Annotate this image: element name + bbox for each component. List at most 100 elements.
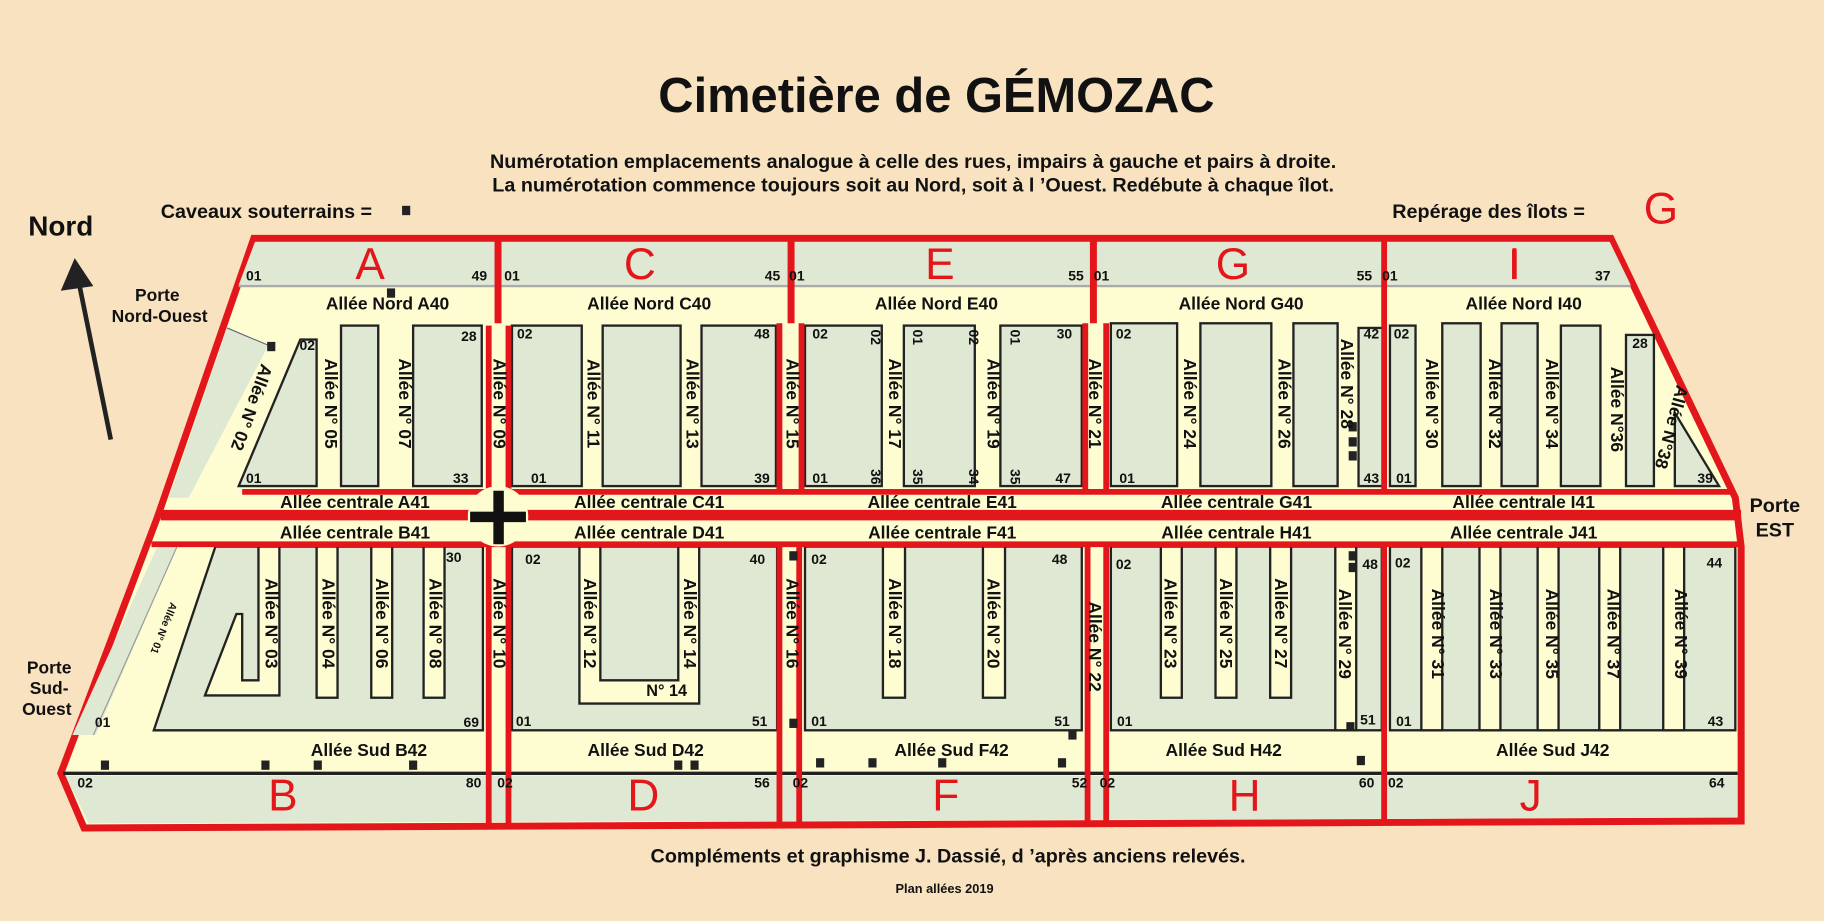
west-strip-south xyxy=(72,546,178,735)
vault-markers xyxy=(100,205,1365,770)
numbered-alley-label: Allée N° 18 xyxy=(885,578,905,669)
north-band xyxy=(238,241,1631,285)
vault-marker-icon xyxy=(1348,562,1357,573)
islot-letter-a: A xyxy=(355,240,385,289)
plot-number: 01 xyxy=(516,713,532,729)
numbered-alley-label: Allée N° 14 xyxy=(680,578,700,669)
gate-label: Ouest xyxy=(22,699,72,719)
plot-number: 43 xyxy=(1364,470,1380,486)
vault-marker-icon xyxy=(690,760,699,770)
vault-marker-icon xyxy=(789,551,798,561)
numbered-alley-label: Allée N° 17 xyxy=(885,358,905,448)
south-alley-label: Allée Sud D42 xyxy=(588,740,704,760)
plot-number: 01 xyxy=(531,470,547,486)
plot-number: 02 xyxy=(497,774,513,790)
plot-number: 01 xyxy=(1008,329,1024,345)
vault-marker-icon xyxy=(1356,755,1365,766)
islot-letter-j: J xyxy=(1520,772,1542,821)
plot-number: 02 xyxy=(1394,326,1410,342)
numbered-alley-label: Allée N° 28 xyxy=(1337,339,1357,430)
plot-number: 35 xyxy=(910,469,926,485)
plot-number: 45 xyxy=(765,267,781,283)
central-alley-label: Allée centrale I41 xyxy=(1452,492,1595,512)
plot-number: 01 xyxy=(789,267,805,283)
numbered-alley-label: Allée N° 19 xyxy=(984,358,1004,449)
west-strip-north xyxy=(168,327,268,498)
plan-label: Plan allées 2019 xyxy=(896,881,994,896)
cross-icon xyxy=(467,486,529,547)
islot-letter-i: I xyxy=(1508,240,1520,289)
plot-number: 02 xyxy=(812,326,828,342)
vault-marker-icon xyxy=(402,205,411,216)
plot-number: 01 xyxy=(1382,267,1398,283)
numbered-alley-label: Allée N° 23 xyxy=(1160,578,1180,669)
plot-number: 01 xyxy=(246,470,262,486)
islot-letter-d: D xyxy=(627,772,659,821)
plot-number: 01 xyxy=(1396,470,1412,486)
central-alley-label: Allée centrale H41 xyxy=(1161,522,1312,542)
plot-number: 01 xyxy=(812,470,828,486)
page-title: Cimetière de GÉMOZAC xyxy=(658,69,1214,123)
plot-number: 02 xyxy=(517,326,533,342)
central-alley-label: Allée centrale D41 xyxy=(574,522,725,542)
subtitle-line: La numérotation commence toujours soit a… xyxy=(492,174,1334,196)
plot-number: 01 xyxy=(811,713,827,729)
plot-number: 02 xyxy=(77,774,93,790)
north-blocks xyxy=(236,322,1722,488)
numbered-alley-label: Allée N° 22 xyxy=(1085,601,1105,691)
north-alley-label: Allée Nord E40 xyxy=(875,293,998,313)
numbered-alley-label: Allée N° 13 xyxy=(682,358,702,449)
legend-vaults-label: Caveaux souterrains = xyxy=(161,201,372,223)
plot-number: 01 xyxy=(504,267,520,283)
numbered-alley-label: Allée N° 05 xyxy=(321,358,341,449)
legend-islots-label: Repérage des îlots = xyxy=(1392,201,1585,223)
central-alley-label: Allée centrale E41 xyxy=(868,492,1018,512)
plot-number: 36 xyxy=(868,469,884,485)
numbered-alley-label: Allée N° 27 xyxy=(1271,578,1291,668)
islot-boundaries xyxy=(151,238,1742,824)
vault-marker-icon xyxy=(938,758,947,768)
plot-number: 80 xyxy=(466,774,482,790)
south-alley-label: Allée Sud J42 xyxy=(1496,740,1609,760)
path-nw-gate xyxy=(226,327,272,348)
numbered-alley-label: Allée N° 12 xyxy=(580,578,600,668)
south-alley-label: Allée Sud B42 xyxy=(311,740,427,760)
numbered-alley-label: Allée N° 32 xyxy=(1485,358,1505,448)
plot-number: 01 xyxy=(1396,713,1412,729)
vault-marker-icon xyxy=(267,341,276,352)
plot-number: 02 xyxy=(811,551,827,567)
vault-marker-icon xyxy=(386,288,396,298)
numbered-alley-label: Allée N° 09 xyxy=(489,358,509,449)
legend-islot-sample: G xyxy=(1644,184,1678,233)
vault-marker-icon xyxy=(100,760,110,770)
numbered-alley-label: Allée N° 30 xyxy=(1422,358,1442,448)
plot-number: 43 xyxy=(1708,713,1724,729)
vault-marker-icon xyxy=(1348,451,1357,461)
plot-number: 48 xyxy=(1052,551,1068,567)
plot-number: 39 xyxy=(1697,470,1713,486)
plot-number: 02 xyxy=(525,551,541,567)
central-alley-label: Allée centrale A41 xyxy=(280,492,430,512)
numbered-alley-label: Allée N° 16 xyxy=(782,578,802,669)
plot-number: 56 xyxy=(754,774,770,790)
vault-marker-icon xyxy=(1348,437,1357,447)
plot-number: 47 xyxy=(1055,470,1071,486)
central-alley-label: Allée centrale J41 xyxy=(1450,522,1598,542)
plot-number: 51 xyxy=(1054,713,1070,729)
numbered-alley-label: Allée N°36 xyxy=(1607,367,1627,453)
plot-number: 51 xyxy=(752,713,768,729)
numbered-alley-label: Allée N° 26 xyxy=(1274,358,1294,449)
numbered-alley-label: Allée N° 08 xyxy=(425,578,445,669)
islot-letter-c: C xyxy=(624,240,656,289)
gate-label: Porte xyxy=(135,285,180,305)
plot-number: 02 xyxy=(793,774,809,790)
plot-number: 02 xyxy=(1116,326,1132,342)
vault-marker-icon xyxy=(674,760,683,770)
gate-label: Porte xyxy=(27,657,72,677)
islot-letter-g: G xyxy=(1216,240,1250,289)
plot-number: 30 xyxy=(446,549,462,565)
plot-number: 02 xyxy=(1395,555,1411,571)
numbered-alley-label: Allée N° 34 xyxy=(1542,358,1562,449)
subtitle-line: Numérotation emplacements analogue à cel… xyxy=(490,151,1336,173)
islot-letter-b: B xyxy=(268,772,297,821)
